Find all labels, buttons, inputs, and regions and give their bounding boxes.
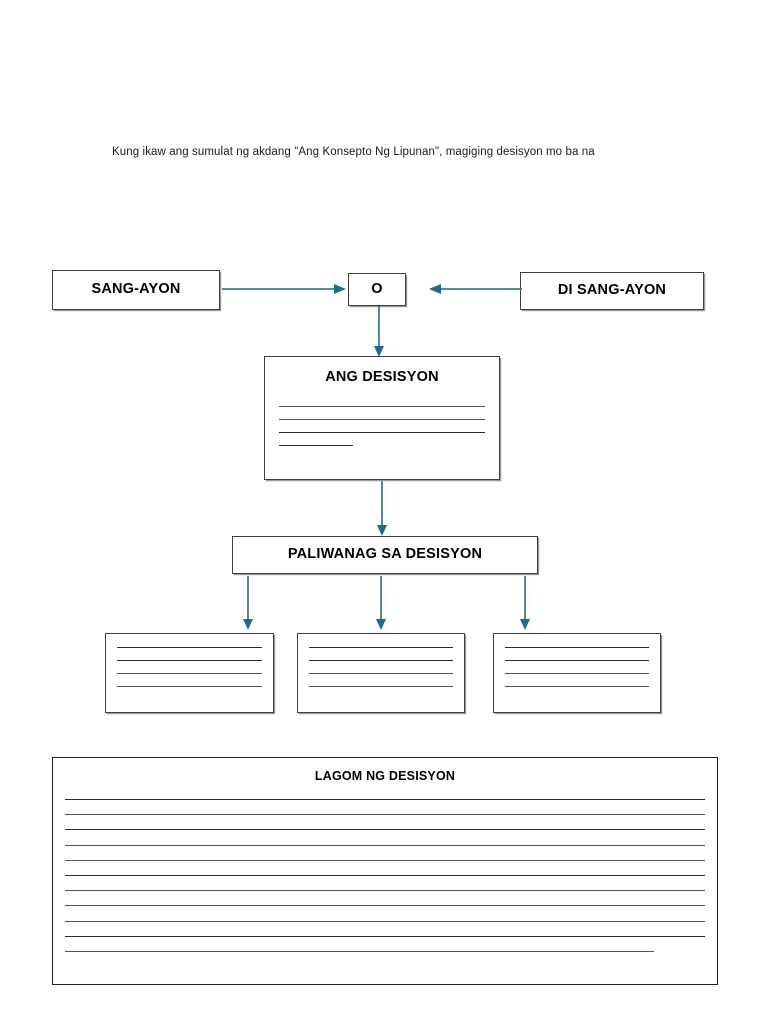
prompt-text: Kung ikaw ang sumulat ng akdang "Ang Kon… [112,146,595,158]
arrow-agree-to-connector-icon [222,281,348,297]
summary-line[interactable] [65,950,654,952]
explanation-box[interactable]: PALIWANAG SA DESISYON [232,536,538,574]
note-line[interactable] [309,686,453,687]
connector-box-label: O [371,281,383,297]
note-lines [309,647,453,687]
disagree-box[interactable]: DI SANG-AYON [520,272,704,310]
note-lines [505,647,649,687]
summary-line[interactable] [65,935,705,937]
note-box-1[interactable] [105,633,274,713]
summary-box-label: LAGOM NG DESISYON [314,769,456,783]
answer-line[interactable] [279,419,485,420]
summary-lines [65,799,705,952]
summary-line[interactable] [65,874,705,876]
summary-line[interactable] [65,890,705,892]
decision-answer-lines [279,406,485,446]
disagree-box-label: DI SANG-AYON [557,282,667,298]
summary-line[interactable] [65,905,705,907]
summary-line[interactable] [65,920,705,922]
note-line[interactable] [117,673,262,674]
agree-box[interactable]: SANG-AYON [52,270,220,310]
answer-line[interactable] [279,445,354,446]
arrow-connector-to-decision-icon [371,306,387,358]
arrow-explanation-to-note-1-icon [240,576,256,632]
note-line[interactable] [309,660,453,661]
note-line[interactable] [117,686,262,687]
connector-box[interactable]: O [348,273,406,306]
decision-box-label: ANG DESISYON [325,369,439,385]
summary-box[interactable]: LAGOM NG DESISYON [52,757,718,985]
decision-box[interactable]: ANG DESISYON [264,356,500,480]
summary-line[interactable] [65,859,705,861]
note-line[interactable] [505,686,649,687]
note-box-2[interactable] [297,633,465,713]
answer-line[interactable] [279,432,485,433]
arrow-explanation-to-note-3-icon [517,576,533,632]
note-line[interactable] [505,647,649,648]
summary-line[interactable] [65,844,705,846]
arrow-decision-to-explanation-icon [374,481,390,537]
arrow-disagree-to-connector-icon [428,281,522,297]
summary-line[interactable] [65,799,705,800]
note-line[interactable] [309,673,453,674]
summary-line[interactable] [65,829,705,831]
note-line[interactable] [117,660,262,661]
agree-box-label: SANG-AYON [91,281,181,297]
note-line[interactable] [505,673,649,674]
answer-line[interactable] [279,406,485,407]
summary-line[interactable] [65,814,705,816]
note-line[interactable] [117,647,262,648]
note-lines [117,647,262,687]
note-box-3[interactable] [493,633,661,713]
arrow-explanation-to-note-2-icon [373,576,389,632]
note-line[interactable] [309,647,453,648]
explanation-box-label: PALIWANAG SA DESISYON [287,546,483,562]
note-line[interactable] [505,660,649,661]
